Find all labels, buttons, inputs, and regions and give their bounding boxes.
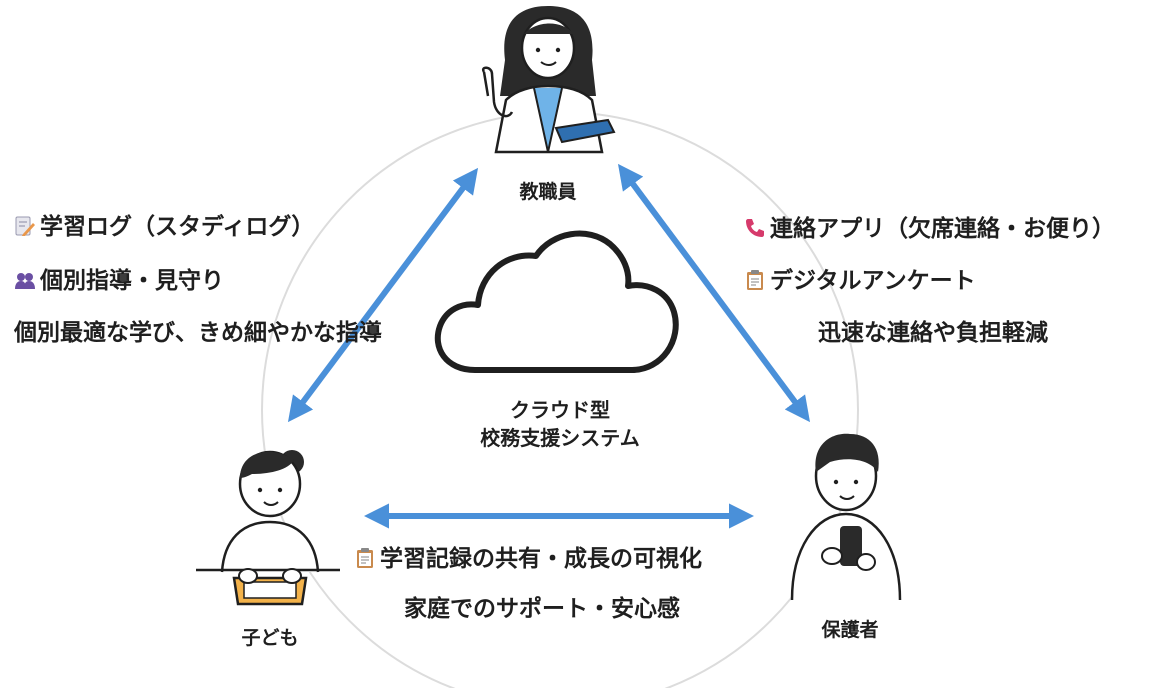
bottom-item-record-sharing-text: 学習記録の共有・成長の可視化 [380, 546, 702, 572]
left-summary: 個別最適な学び、きめ細やかな指導 [14, 320, 382, 346]
left-item-guidance: 個別指導・見守り [14, 266, 224, 296]
teacher-illustration [481, 6, 616, 154]
left-item-study-log-text: 学習ログ（スタディログ） [40, 214, 315, 240]
memo-pencil-icon [15, 216, 35, 236]
guardian-label: 保護者 [821, 619, 879, 641]
bottom-item-record-sharing: 学習記録の共有・成長の可視化 [354, 544, 702, 574]
cloud-icon [434, 230, 679, 373]
arrow-teacher-guardian [617, 163, 811, 423]
system-label-line1: クラウド型 [510, 398, 610, 422]
guardian-illustration [790, 433, 902, 601]
teacher-label: 教職員 [519, 181, 577, 203]
clipboard-icon [357, 548, 373, 568]
right-item-survey: デジタルアンケート [744, 266, 976, 296]
child-label: 子ども [241, 627, 299, 649]
bottom-summary: 家庭でのサポート・安心感 [404, 596, 680, 622]
clipboard-icon [747, 270, 763, 290]
left-item-study-log: 学習ログ（スタディログ） [14, 212, 314, 242]
system-label: クラウド型 校務支援システム [440, 396, 680, 452]
system-label-line2: 校務支援システム [480, 426, 640, 450]
right-item-contact-app: 連絡アプリ（欠席連絡・お便り） [744, 214, 1115, 244]
right-summary: 迅速な連絡や負担軽減 [818, 320, 1048, 346]
people-icon [15, 273, 35, 289]
arrow-teacher-child [287, 167, 479, 423]
child-illustration [196, 450, 340, 606]
right-item-contact-app-text: 連絡アプリ（欠席連絡・お便り） [770, 216, 1115, 242]
left-item-guidance-text: 個別指導・見守り [40, 268, 224, 294]
right-item-survey-text: デジタルアンケート [770, 268, 976, 294]
telephone-icon [746, 219, 764, 237]
